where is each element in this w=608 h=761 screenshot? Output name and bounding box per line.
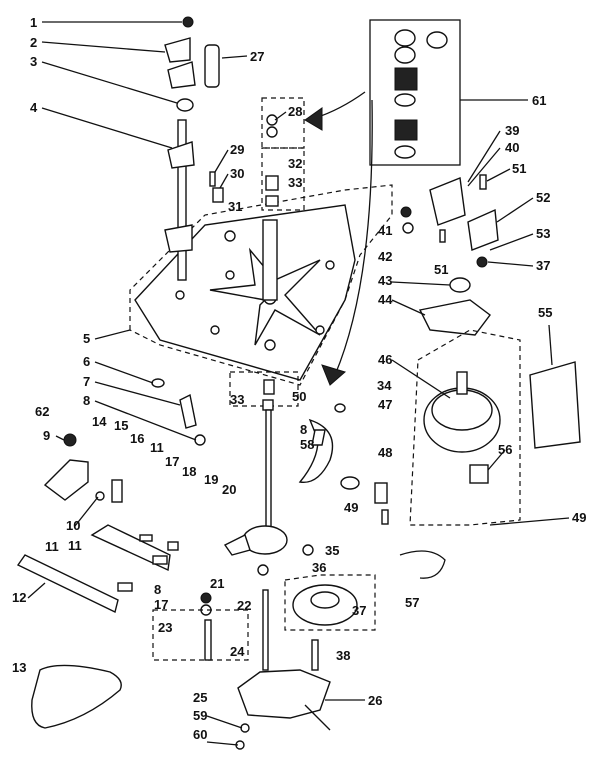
label-47: 47 (378, 397, 392, 412)
label-8: 8 (83, 393, 90, 408)
drive-belt (31, 664, 122, 729)
label-16: 16 (130, 431, 144, 446)
label-15: 15 (114, 418, 128, 433)
label-41: 41 (378, 223, 392, 238)
lever-assembly (16, 378, 206, 614)
label-2: 2 (30, 35, 37, 50)
panel-55 (529, 361, 581, 449)
label-44: 44 (378, 292, 393, 307)
label-17a: 17 (165, 454, 179, 469)
label-51b: 51 (434, 262, 448, 277)
label-49a: 49 (344, 500, 358, 515)
label-12: 12 (12, 590, 26, 605)
spring-27 (204, 44, 220, 88)
label-37a: 37 (352, 603, 366, 618)
label-51a: 51 (512, 161, 526, 176)
base-plate (129, 184, 393, 386)
label-60: 60 (193, 727, 207, 742)
label-24: 24 (230, 644, 245, 659)
label-27: 27 (250, 49, 264, 64)
label-18: 18 (182, 464, 196, 479)
label-4: 4 (30, 100, 38, 115)
label-33b: 33 (230, 392, 244, 407)
label-57: 57 (405, 595, 419, 610)
label-40: 40 (505, 140, 519, 155)
label-6: 6 (83, 354, 90, 369)
label-22: 22 (237, 598, 251, 613)
label-61: 61 (532, 93, 546, 108)
pulley (284, 574, 376, 671)
label-8b: 8 (300, 422, 307, 437)
label-42: 42 (378, 249, 392, 264)
label-30: 30 (230, 166, 244, 181)
label-38: 38 (336, 648, 350, 663)
label-31: 31 (228, 199, 242, 214)
hose-area (229, 371, 346, 531)
label-5: 5 (83, 331, 90, 346)
label-8c: 8 (154, 582, 161, 597)
bearing-kit (369, 19, 461, 166)
label-11b: 11 (150, 440, 164, 455)
label-23: 23 (158, 620, 172, 635)
label-11c: 11 (45, 539, 59, 554)
label-1: 1 (30, 15, 37, 30)
label-3: 3 (30, 54, 37, 69)
label-53: 53 (536, 226, 550, 241)
label-19: 19 (204, 472, 218, 487)
label-28: 28 (288, 104, 302, 119)
label-9: 9 (43, 428, 50, 443)
label-35: 35 (325, 543, 339, 558)
callout-labels: 1 2 3 4 5 6 7 8 9 10 11 12 13 14 15 16 1… (12, 15, 586, 742)
label-62: 62 (35, 404, 49, 419)
label-20: 20 (222, 482, 236, 497)
label-50: 50 (292, 389, 306, 404)
label-34: 34 (377, 378, 392, 393)
label-21: 21 (210, 576, 224, 591)
motor-brackets (400, 174, 499, 336)
label-17b: 17 (154, 597, 168, 612)
transmission (152, 525, 331, 750)
label-49b: 49 (572, 510, 586, 525)
label-13: 13 (12, 660, 26, 675)
label-7: 7 (83, 374, 90, 389)
label-36: 36 (312, 560, 326, 575)
label-10: 10 (66, 518, 80, 533)
label-58: 58 (300, 437, 314, 452)
label-39: 39 (505, 123, 519, 138)
leader-lines (27, 21, 570, 746)
motor (409, 329, 521, 526)
label-29: 29 (230, 142, 244, 157)
label-32: 32 (288, 156, 302, 171)
shifter-assembly (164, 16, 236, 281)
label-26: 26 (368, 693, 382, 708)
label-55: 55 (538, 305, 552, 320)
switch-parts (340, 476, 389, 525)
label-52: 52 (536, 190, 550, 205)
label-48: 48 (378, 445, 392, 460)
label-43: 43 (378, 273, 392, 288)
label-11a: 11 (68, 538, 82, 553)
label-14: 14 (92, 414, 107, 429)
center-tube (261, 97, 305, 301)
label-59: 59 (193, 708, 207, 723)
label-46: 46 (378, 352, 392, 367)
label-33a: 33 (288, 175, 302, 190)
label-25: 25 (193, 690, 207, 705)
label-37b: 37 (536, 258, 550, 273)
clip-57 (399, 550, 446, 579)
